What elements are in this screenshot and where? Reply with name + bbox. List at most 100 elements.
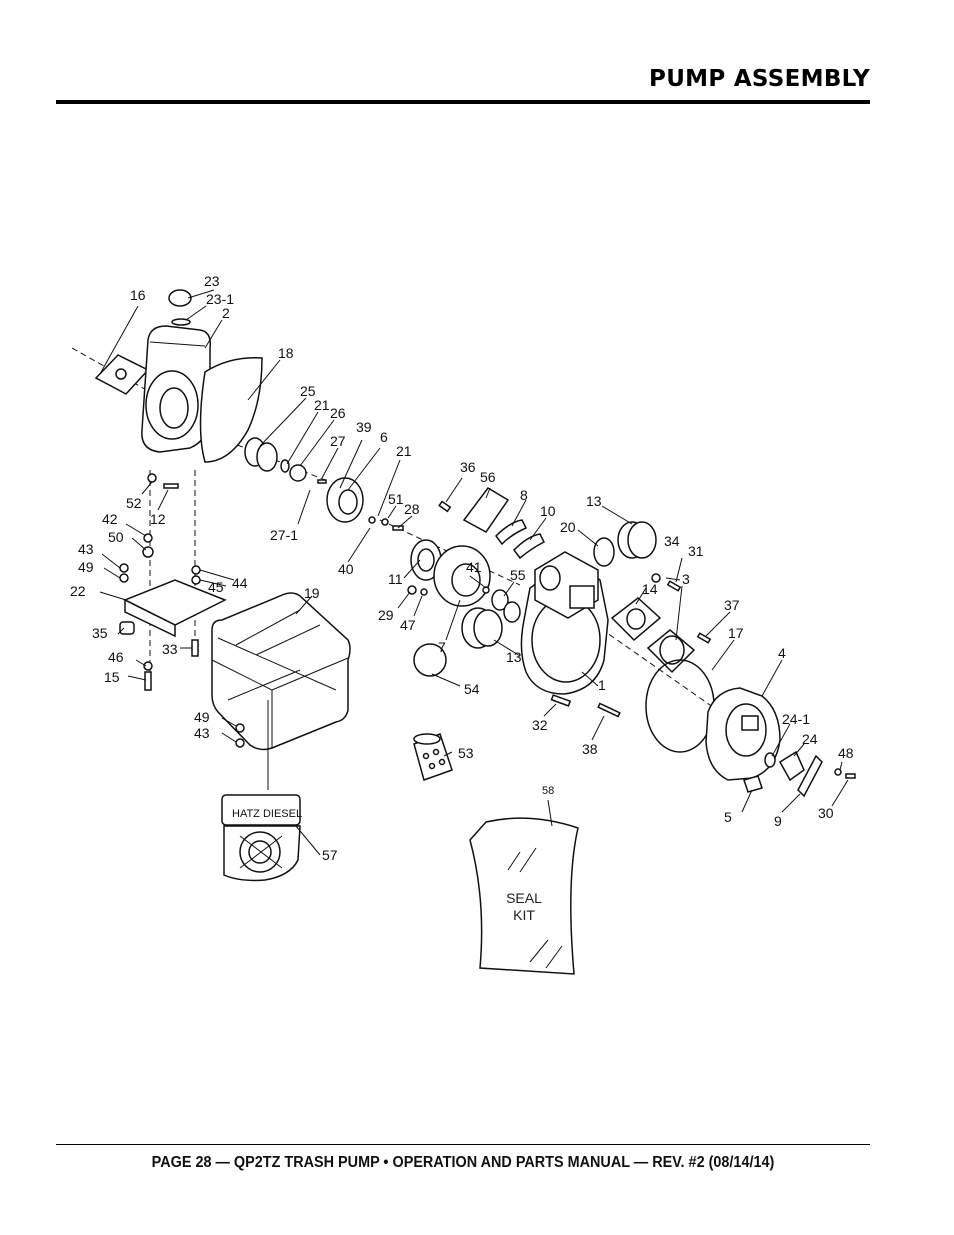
part-16-plate [94,354,150,395]
callout-32: 32 [532,717,548,733]
part-4-cover [705,687,781,781]
part-20-oring [593,537,615,567]
part-11-ring-inner [417,548,435,572]
callout-52: 52 [126,495,142,511]
part-44-nut [191,565,201,575]
callout-27: 27 [330,433,346,449]
part-19-frame [211,592,351,751]
callout-18: 18 [278,345,294,361]
page-title: PUMP ASSEMBLY [649,66,870,92]
callout-27-1: 27-1 [270,527,298,543]
callout-13a: 13 [586,493,602,509]
callout-21a: 21 [314,397,330,413]
part-13-flange-lower [461,607,503,649]
part-57-engine [221,794,301,882]
callout-36: 36 [460,459,476,475]
part-9-bar [797,754,823,798]
callout-29: 29 [378,607,394,623]
part-2-housing [141,325,212,453]
callout-26: 26 [330,405,346,421]
part-12-bolt [163,483,179,489]
callout-47: 47 [400,617,416,633]
part-24-1-oring [764,752,776,768]
callout-40: 40 [338,561,354,577]
footer-rule [56,1144,870,1145]
callout-16: 16 [130,287,146,303]
callout-56: 56 [480,469,496,485]
part-55-oring-b [503,601,521,623]
part-25-seal [244,437,278,472]
callout-22: 22 [70,583,86,599]
part-56-cover [462,487,510,533]
callout-3: 3 [682,571,690,587]
page-footer: PAGE 28 — QP2TZ TRASH PUMP • OPERATION A… [151,1154,775,1171]
part-34-nut [651,573,661,583]
part-13-flange-upper [617,521,657,559]
part-38-stud [597,702,621,718]
part-43-nut-lower [235,738,245,748]
part-30-bolt [845,773,856,779]
callout-43b: 43 [194,725,210,741]
callout-2: 2 [222,305,230,321]
part-48-washer [834,768,842,776]
callout-33: 33 [162,641,178,657]
part-17-oring [645,659,715,753]
callout-9: 9 [774,813,782,829]
seal-kit-line1: SEAL [506,890,542,906]
part-43-nut [119,563,129,573]
callout-43a: 43 [78,541,94,557]
part-54-plug [413,643,447,677]
part-1-volute-casing [520,551,609,695]
callout-5: 5 [724,809,732,825]
part-47-washer [420,588,428,596]
part-32-bolt [550,694,572,707]
part-53-strainer [413,733,453,781]
callout-30: 30 [818,805,834,821]
callout-20: 20 [560,519,576,535]
part-23-cap [168,289,192,326]
callout-28: 28 [404,501,420,517]
part-7-wear-plate [433,545,491,607]
part-24-knob [778,750,805,782]
callout-12: 12 [150,511,166,527]
part-3-ring [659,635,685,665]
part-33-bolt [191,639,199,657]
callout-42: 42 [102,511,118,527]
part-37-bolt [696,632,712,644]
callout-55: 55 [510,567,526,583]
callout-45: 45 [208,579,224,595]
callout-19: 19 [304,585,320,601]
callout-48: 48 [838,745,854,761]
part-46-washer [143,661,153,671]
part-21-washer [280,459,290,473]
callout-25: 25 [300,383,316,399]
part-49-washer-lower [235,723,245,733]
part-36-bolt [438,500,452,513]
callout-24: 24 [802,731,818,747]
part-22-bracket [123,579,227,638]
callout-37: 37 [724,597,740,613]
callout-15: 15 [104,669,120,685]
header-rule [56,100,870,104]
part-55-oring [491,589,509,611]
part-40-washer [368,516,376,524]
callout-1: 1 [598,677,606,693]
callout-44: 44 [232,575,248,591]
callout-46: 46 [108,649,124,665]
part-39-impeller [326,477,364,523]
callout-24-1: 24-1 [782,711,810,727]
part-5-valve [743,775,763,793]
callout-38: 38 [582,741,598,757]
part-26-sleeve [289,464,307,482]
callout-7: 7 [438,639,446,655]
part-18-gasket [199,357,263,463]
callout-23-1: 23-1 [206,291,234,307]
part-49-washer [119,573,129,583]
callout-58: 58 [542,785,554,797]
callout-49b: 49 [194,709,210,725]
seal-kit-line2: KIT [513,907,535,923]
callout-34: 34 [664,533,680,549]
callout-8: 8 [520,487,528,503]
callout-54: 54 [464,681,480,697]
